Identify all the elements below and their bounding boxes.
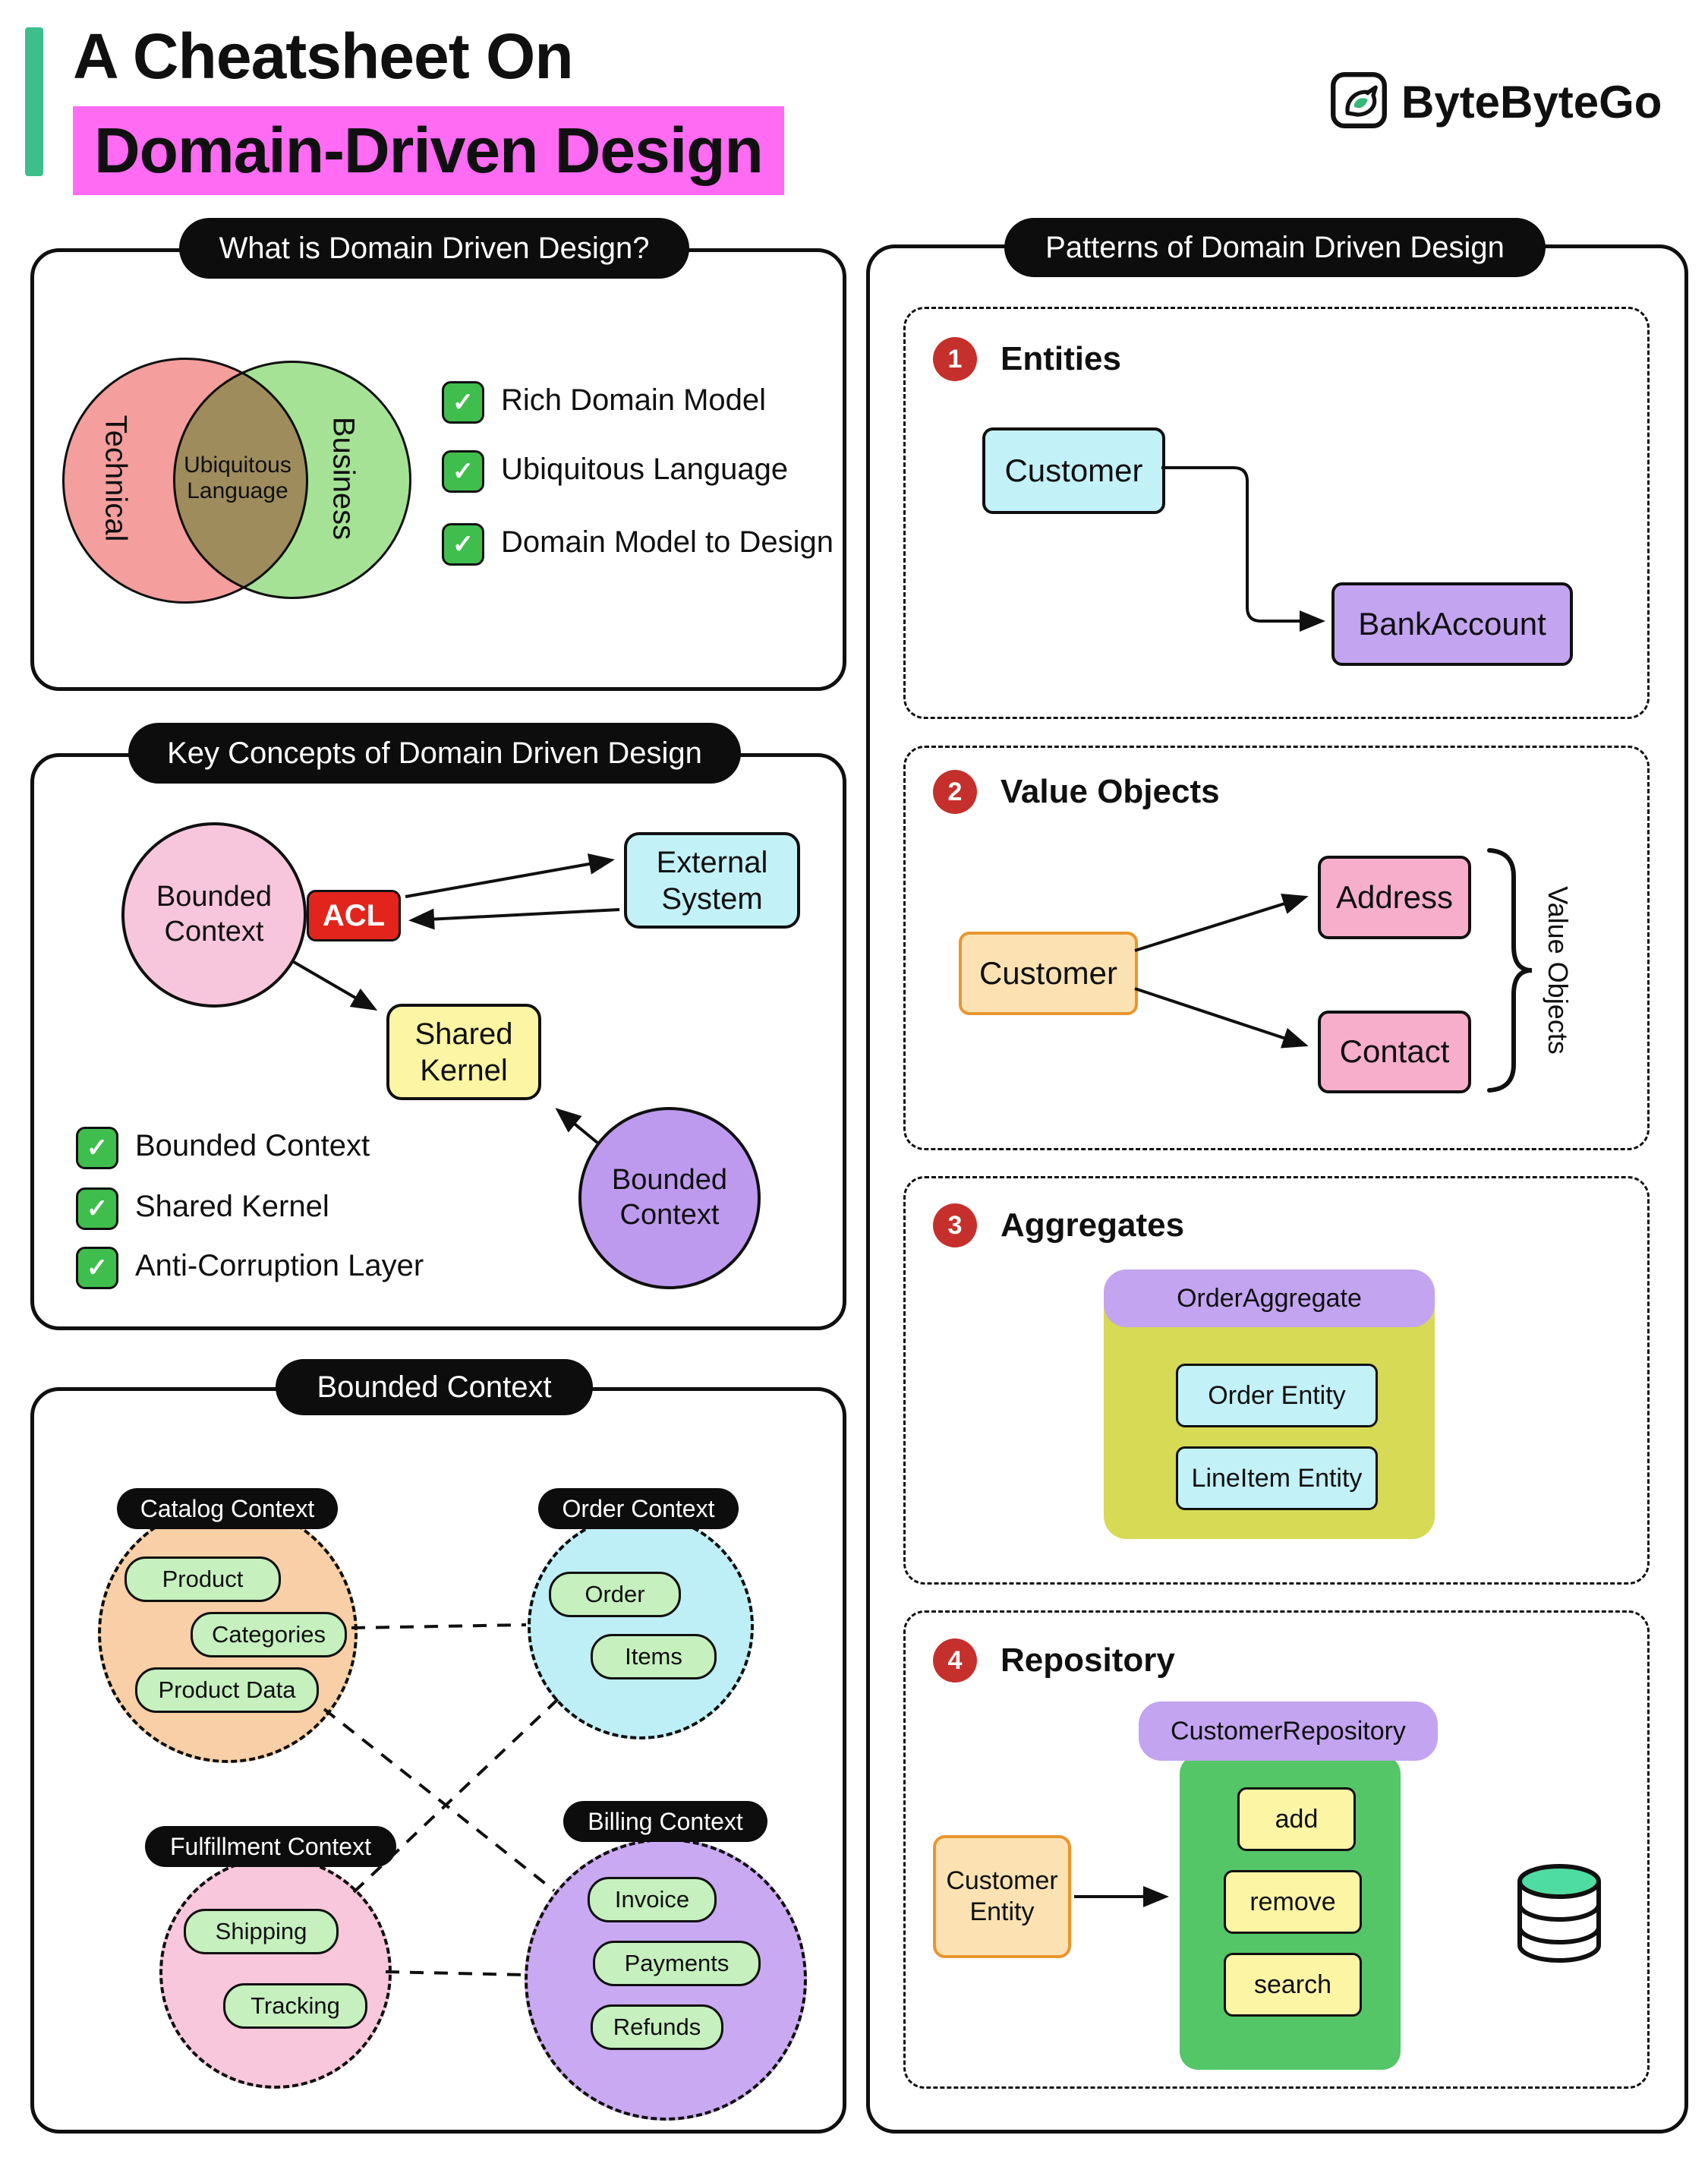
concepts-checklist-item-2: Shared Kernel	[135, 1189, 329, 1223]
value-objects-address-node: Address	[1318, 856, 1471, 939]
value-objects-section-title: Value Objects	[1001, 773, 1220, 810]
customer-repository-header: CustomerRepository	[1139, 1702, 1438, 1761]
aggregates-section-box	[903, 1176, 1650, 1585]
whatis-checklist-item-2: Ubiquitous Language	[501, 452, 789, 486]
bounded-context-node-b: Bounded Context	[578, 1107, 761, 1289]
repository-section-title: Repository	[1001, 1642, 1175, 1679]
concepts-checklist-item-3: Anti-Corruption Layer	[135, 1248, 424, 1282]
venn-business-circle	[173, 361, 411, 599]
order-aggregate-header: OrderAggregate	[1104, 1269, 1435, 1327]
aggregates-number-badge: 3	[933, 1203, 977, 1247]
check-glyph: ✓	[452, 530, 474, 559]
title-accent-bar	[25, 27, 43, 176]
catalog-context-label: Catalog Context	[117, 1488, 338, 1529]
catalog-item-product-data: Product Data	[135, 1667, 319, 1713]
venn-center-label: Ubiquitous Language	[184, 453, 291, 503]
brand-name: ByteByteGo	[1401, 76, 1662, 128]
check-icon: ✓	[76, 1187, 118, 1230]
bytebytego-icon	[1331, 72, 1387, 128]
shared-kernel-node: Shared Kernel	[386, 1004, 541, 1100]
database-icon	[1517, 1864, 1601, 1963]
whatis-checklist-item-1: Rich Domain Model	[501, 383, 767, 417]
acl-node: ACL	[307, 890, 401, 941]
panel-bounded-context-title: Bounded Context	[276, 1359, 593, 1415]
venn-technical-label: Technical	[99, 415, 133, 542]
order-context-label: Order Context	[538, 1488, 739, 1529]
entities-section-box	[903, 307, 1650, 719]
concepts-checklist-item-1: Bounded Context	[135, 1128, 370, 1162]
check-glyph: ✓	[86, 1134, 109, 1162]
check-icon: ✓	[76, 1247, 118, 1289]
value-objects-bracket-label: Value Objects	[1543, 886, 1574, 1055]
panel-key-concepts-title: Key Concepts of Domain Driven Design	[128, 723, 741, 784]
fulfillment-context-circle	[159, 1856, 392, 2089]
whatis-checklist-item-3: Domain Model to Design	[501, 525, 834, 559]
aggregates-section-title: Aggregates	[1001, 1206, 1185, 1244]
panel-what-is-ddd-title: What is Domain Driven Design?	[179, 218, 689, 279]
order-entity-node: Order Entity	[1176, 1364, 1378, 1427]
fulfillment-context-label: Fulfillment Context	[145, 1826, 396, 1867]
repository-number-badge: 4	[933, 1638, 977, 1683]
value-objects-contact-node: Contact	[1318, 1011, 1471, 1093]
venn-business-label: Business	[326, 416, 361, 541]
page-title-line2-wrap: Domain-Driven Design	[73, 106, 784, 195]
panel-patterns-title: Patterns of Domain Driven Design	[1004, 218, 1546, 277]
page-title-line2: Domain-Driven Design	[73, 106, 784, 195]
check-glyph: ✓	[452, 457, 474, 486]
value-objects-customer-node: Customer	[959, 932, 1138, 1015]
catalog-item-product: Product	[124, 1556, 281, 1602]
check-icon: ✓	[442, 523, 484, 566]
billing-context-label: Billing Context	[563, 1801, 767, 1842]
external-system-node: External System	[624, 832, 800, 929]
check-glyph: ✓	[86, 1194, 109, 1223]
check-glyph: ✓	[452, 388, 474, 417]
entities-number-badge: 1	[933, 337, 977, 381]
fulfillment-item-tracking: Tracking	[223, 1983, 367, 2029]
check-icon: ✓	[76, 1127, 118, 1169]
repository-method-remove: remove	[1224, 1870, 1362, 1934]
entities-section-title: Entities	[1001, 340, 1121, 377]
billing-item-refunds: Refunds	[591, 2004, 723, 2050]
repository-section-box	[903, 1610, 1650, 2089]
repository-method-search: search	[1224, 1953, 1362, 2017]
check-icon: ✓	[442, 450, 484, 493]
repository-method-add: add	[1237, 1787, 1356, 1851]
catalog-item-categories: Categories	[191, 1612, 347, 1657]
order-item-order: Order	[549, 1572, 681, 1617]
billing-item-payments: Payments	[593, 1941, 761, 1986]
repository-customer-entity-node: Customer Entity	[933, 1835, 1071, 1958]
fulfillment-item-shipping: Shipping	[184, 1909, 339, 1954]
check-glyph: ✓	[86, 1254, 109, 1282]
billing-item-invoice: Invoice	[588, 1877, 717, 1922]
value-objects-section-box	[903, 746, 1650, 1150]
order-item-items: Items	[591, 1634, 717, 1679]
check-icon: ✓	[442, 381, 484, 424]
value-objects-number-badge: 2	[933, 770, 977, 814]
page-title-line1: A Cheatsheet On	[73, 20, 574, 92]
lineitem-entity-node: LineItem Entity	[1176, 1446, 1378, 1510]
entities-customer-node: Customer	[982, 427, 1165, 514]
entities-bankaccount-node: BankAccount	[1331, 582, 1573, 666]
order-context-circle	[528, 1513, 754, 1739]
bounded-context-node-a: Bounded Context	[121, 822, 307, 1008]
